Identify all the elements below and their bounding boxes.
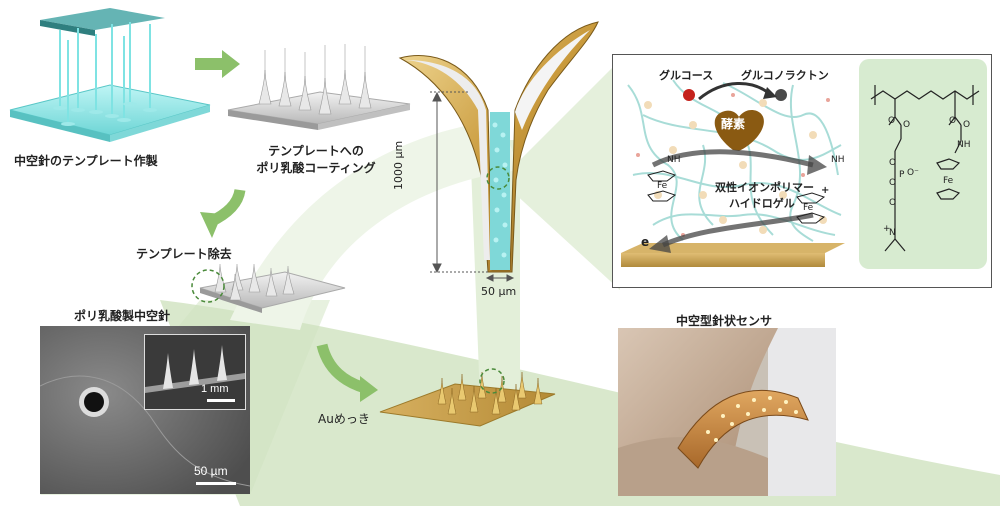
- au-plating-label: Auめっき: [318, 412, 370, 426]
- sem-inset: 1 mm: [144, 334, 246, 410]
- flow-band-bottom: [160, 300, 1000, 506]
- gluconolactone-label: グルコノラクトン: [741, 69, 829, 82]
- svg-text:O: O: [949, 116, 956, 126]
- svg-text:O: O: [963, 120, 970, 130]
- template-illustration: [9, 8, 211, 142]
- needle-cross-section: [398, 21, 599, 273]
- svg-text:O: O: [903, 120, 910, 130]
- fe-right-label: Fe: [803, 203, 814, 213]
- fe-left-label: Fe: [657, 181, 668, 191]
- enzyme-label: 酵素: [721, 117, 746, 131]
- sem-image: 1 mm 50 µm: [40, 326, 250, 494]
- svg-text:O⁻: O⁻: [907, 168, 919, 178]
- au-plated-array: [379, 368, 556, 427]
- svg-text:O: O: [889, 198, 896, 208]
- nh-right-label: NH: [831, 155, 845, 165]
- step3-label: テンプレート除去: [136, 247, 232, 261]
- gel-label-line2: ハイドロゲル: [729, 197, 795, 210]
- height-dimension-label: 1000 µm: [392, 140, 405, 190]
- plus-label: +: [821, 185, 830, 196]
- width-dimension-label: 50 µm: [481, 285, 517, 298]
- nh-left-label: NH: [667, 155, 681, 165]
- sensor-title: 中空型針状センサ: [676, 314, 773, 328]
- sem-title: ポリ乳酸製中空針: [74, 309, 171, 323]
- step1-label: 中空針のテンプレート作製: [14, 154, 158, 168]
- svg-text:N: N: [889, 228, 896, 238]
- svg-text:NH: NH: [957, 140, 971, 150]
- inset-scale-bar: [207, 399, 235, 402]
- removed-template-illustration: [191, 263, 346, 313]
- svg-text:O: O: [889, 158, 896, 168]
- glucose-label: グルコース: [659, 69, 714, 82]
- gel-label-line1: 双性イオンポリマー: [715, 181, 814, 194]
- svg-text:O: O: [889, 178, 896, 188]
- flow-band-panel: [500, 60, 620, 290]
- coated-template-illustration: [227, 44, 411, 130]
- svg-text:+: +: [883, 224, 891, 234]
- svg-text:Fe: Fe: [943, 176, 954, 186]
- sem-scale-bar: [196, 482, 236, 485]
- sensor-photo: [618, 328, 836, 496]
- svg-text:P: P: [899, 170, 905, 180]
- inset-scale-label: 1 mm: [201, 383, 229, 395]
- electron-label: e: [641, 235, 650, 249]
- arrow-step1-to-step2: [195, 50, 240, 78]
- arrow-step3-to-au: [316, 343, 367, 394]
- svg-text:O: O: [888, 116, 895, 126]
- dimension-lines: [430, 91, 515, 282]
- sem-scale-label: 50 µm: [194, 464, 228, 478]
- step2-label-line2: ポリ乳酸コーティング: [256, 161, 376, 175]
- step2-label-line1: テンプレートへの: [268, 144, 364, 158]
